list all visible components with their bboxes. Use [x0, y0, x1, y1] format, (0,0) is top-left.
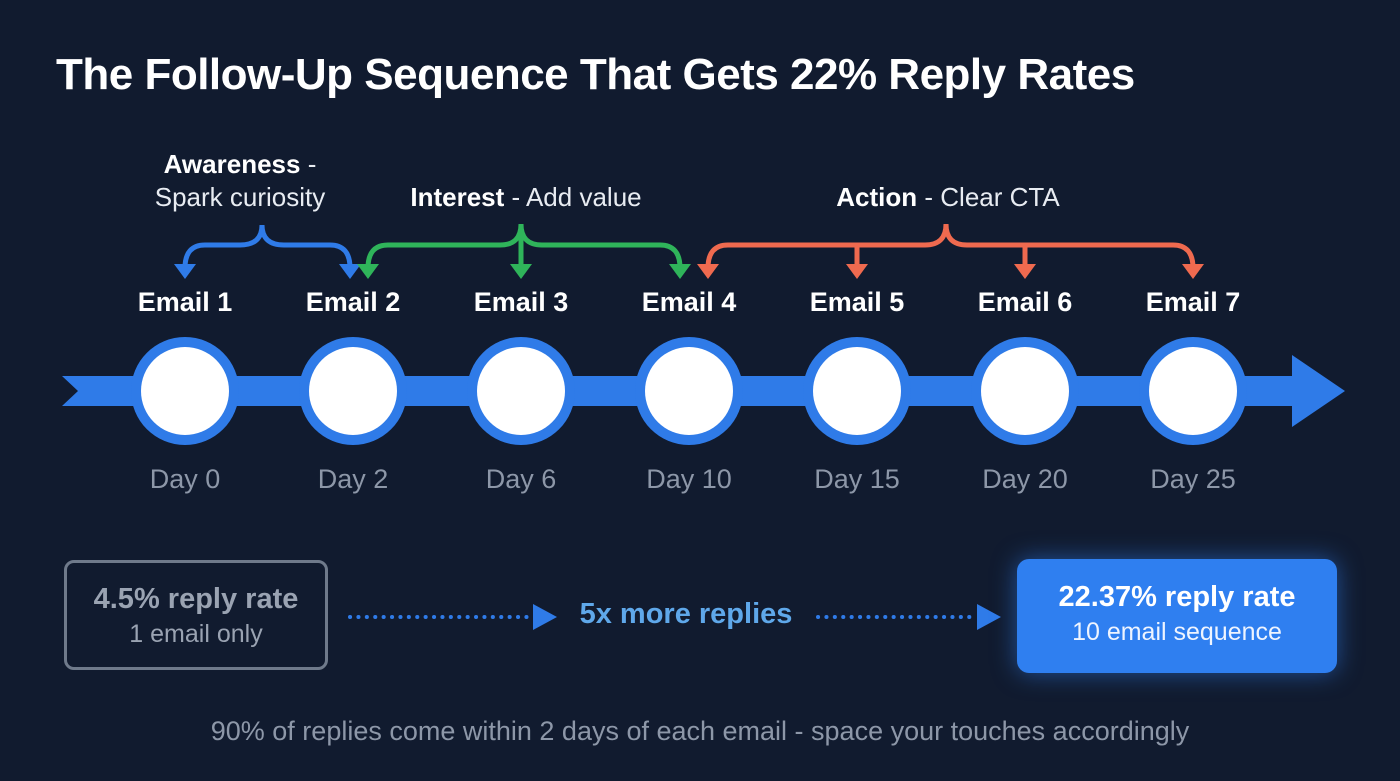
timeline-node-1 — [131, 337, 239, 445]
node-circle-icon — [981, 347, 1069, 435]
day-label-7: Day 25 — [1150, 464, 1236, 494]
node-circle-icon — [309, 347, 397, 435]
email-label-5: Email 5 — [809, 287, 905, 317]
phase-action-description: Clear CTA — [940, 182, 1060, 212]
node-circle-icon — [477, 347, 565, 435]
timeline-node-6 — [971, 337, 1079, 445]
phase-interest-description: Add value — [525, 182, 642, 212]
multiplier-label: 5x more replies — [579, 598, 793, 630]
phase-awareness-separator: - — [300, 149, 317, 179]
day-label-3: Day 6 — [485, 464, 557, 494]
timeline-node-7 — [1139, 337, 1247, 445]
timeline-node-2 — [299, 337, 407, 445]
action-arrowheads-icon — [697, 264, 1204, 279]
page-title: The Follow-Up Sequence That Gets 22% Rep… — [56, 50, 1135, 99]
phase-interest-separator: - — [504, 182, 526, 212]
email-label-3: Email 3 — [473, 287, 569, 317]
phase-action-name: Action — [836, 182, 918, 212]
awareness-arrowheads-icon — [174, 264, 361, 279]
node-circle-icon — [1149, 347, 1237, 435]
single-email-caption: 1 email only — [129, 620, 263, 648]
awareness-bracket-icon — [182, 224, 353, 271]
sequence-stat-box: 22.37% reply rate 10 email sequence — [1017, 559, 1337, 673]
phase-action-separator: - — [917, 182, 941, 212]
day-label-6: Day 20 — [982, 464, 1068, 494]
phase-awareness-label: Awareness - Spark curiosity — [140, 148, 340, 214]
day-label-4: Day 10 — [646, 464, 732, 494]
node-circle-icon — [813, 347, 901, 435]
day-label-5: Day 15 — [814, 464, 900, 494]
sequence-rate: 22.37% reply rate — [1058, 581, 1296, 613]
node-circle-icon — [645, 347, 733, 435]
day-label-1: Day 0 — [149, 464, 221, 494]
email-label-2: Email 2 — [305, 287, 401, 317]
dotted-arrow-left-icon — [348, 604, 557, 630]
single-email-rate: 4.5% reply rate — [93, 583, 299, 615]
dotted-arrow-right-icon — [816, 604, 1001, 630]
email-label-7: Email 7 — [1145, 287, 1241, 317]
phase-interest-name: Interest — [410, 182, 505, 212]
email-label-4: Email 4 — [641, 287, 737, 317]
footnote: 90% of replies come within 2 days of eac… — [210, 716, 1190, 746]
email-label-6: Email 6 — [977, 287, 1073, 317]
single-email-stat-box: 4.5% reply rate 1 email only — [64, 560, 328, 670]
sequence-caption: 10 email sequence — [1072, 618, 1282, 646]
phase-interest-label: Interest - Add value — [386, 181, 666, 214]
node-circle-icon — [141, 347, 229, 435]
timeline-node-3 — [467, 337, 575, 445]
email-label-1: Email 1 — [137, 287, 233, 317]
phase-action-label: Action - Clear CTA — [808, 181, 1088, 214]
interest-arrowheads-icon — [357, 264, 691, 279]
timeline-node-4 — [635, 337, 743, 445]
phase-awareness-name: Awareness — [163, 149, 301, 179]
interest-bracket-icon — [365, 223, 683, 271]
timeline-node-5 — [803, 337, 911, 445]
day-label-2: Day 2 — [317, 464, 389, 494]
action-bracket-icon — [705, 223, 1196, 271]
phase-awareness-description: Spark curiosity — [154, 182, 326, 212]
